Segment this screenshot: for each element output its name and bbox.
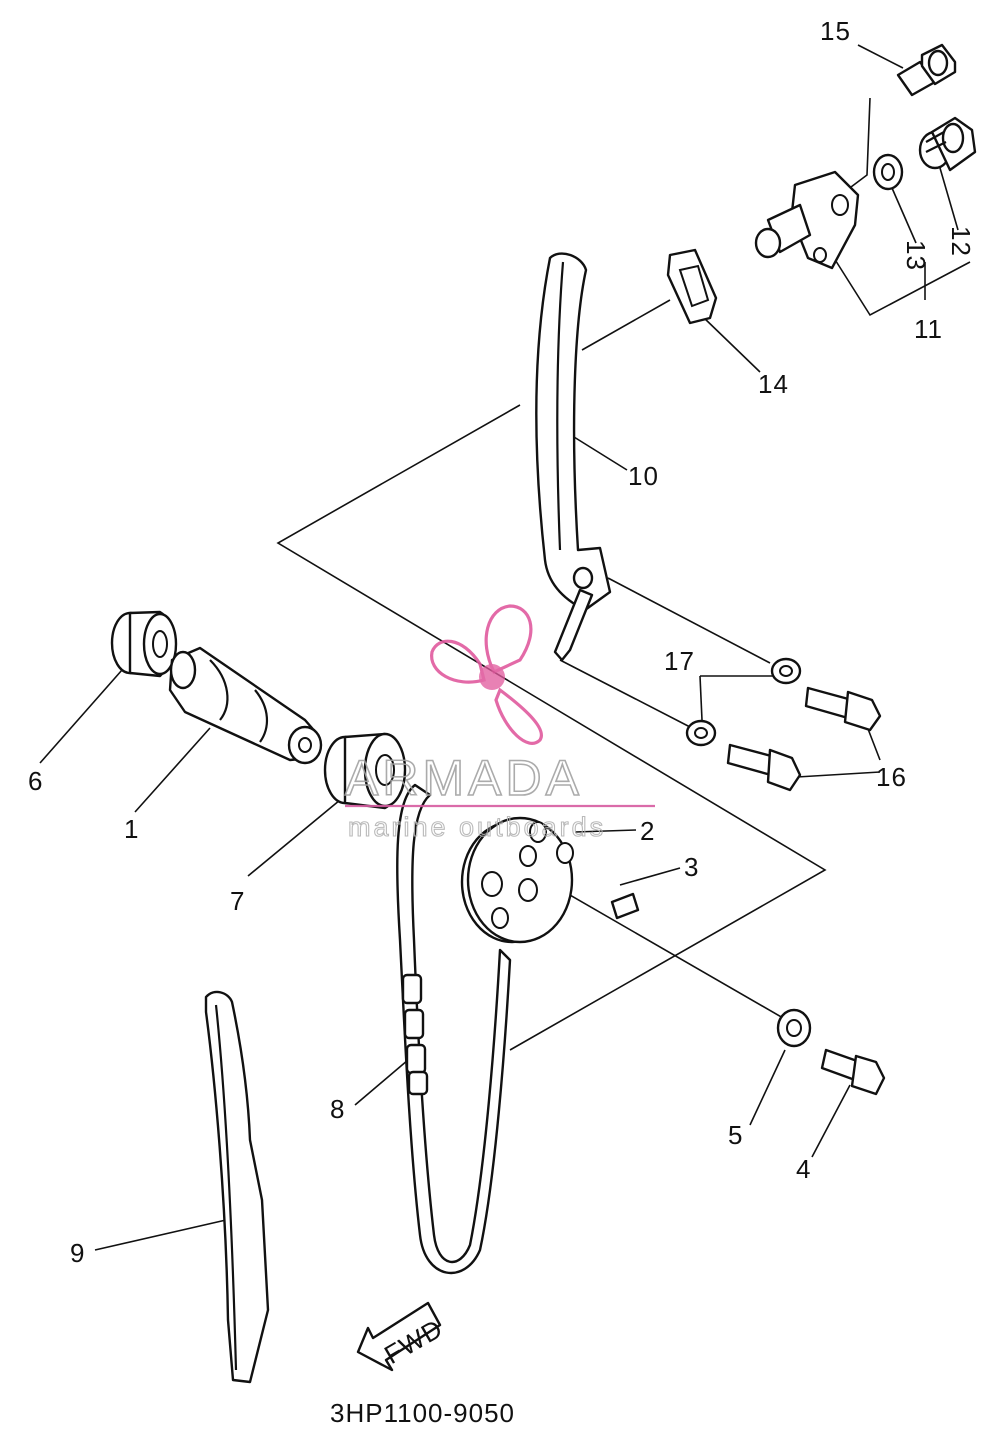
callout-17: 17 — [664, 646, 695, 676]
callout-9: 9 — [70, 1238, 85, 1268]
callout-1: 1 — [124, 814, 139, 844]
callout-3: 3 — [684, 852, 699, 882]
part-12-cap-bolt — [918, 116, 977, 172]
part-8-timing-chain — [396, 783, 512, 1275]
callout-16: 16 — [876, 762, 907, 792]
propeller-logo-icon — [430, 604, 543, 745]
callout-15: 15 — [820, 16, 851, 46]
watermark-tagline: marine outboards — [348, 812, 606, 842]
part-17-washers — [685, 657, 802, 747]
callout-labels: 15 12 13 11 14 10 17 16 6 1 7 2 3 5 4 8 … — [28, 16, 976, 1268]
part-1-camshaft — [168, 646, 323, 765]
part-10-chain-guide — [535, 252, 612, 662]
part-14-gasket — [666, 248, 718, 325]
watermark-brand: ARMADA — [345, 750, 583, 806]
assembly-reference-frame — [276, 404, 827, 1051]
callout-14: 14 — [758, 369, 789, 399]
callout-12: 12 — [946, 226, 976, 257]
part-4-bolt — [820, 1048, 886, 1096]
callout-4: 4 — [796, 1154, 811, 1184]
armada-watermark: ARMADA marine outboards — [344, 604, 655, 843]
fwd-arrow-marker: FWD — [356, 1301, 448, 1372]
callout-10: 10 — [628, 461, 659, 491]
part-16-bolts — [726, 686, 882, 792]
callout-5: 5 — [728, 1120, 743, 1150]
callout-2: 2 — [640, 816, 655, 846]
part-13-washer — [872, 153, 904, 191]
part-11-tensioner — [754, 170, 860, 270]
callout-11: 11 — [914, 314, 943, 344]
callout-7: 7 — [230, 886, 245, 916]
part-5-washer — [776, 1008, 812, 1048]
leader-lines — [39, 44, 971, 1251]
callout-13: 13 — [901, 240, 931, 271]
part-3-pin — [610, 892, 640, 920]
drawing-code: 3HP1100-9050 — [330, 1398, 515, 1428]
part-15-bolt — [896, 43, 957, 97]
callout-6: 6 — [28, 766, 43, 796]
part-2-sprocket — [460, 816, 574, 944]
part-6-bearing — [110, 610, 178, 678]
part-9-chain-guide — [204, 990, 270, 1384]
callout-8: 8 — [330, 1094, 345, 1124]
